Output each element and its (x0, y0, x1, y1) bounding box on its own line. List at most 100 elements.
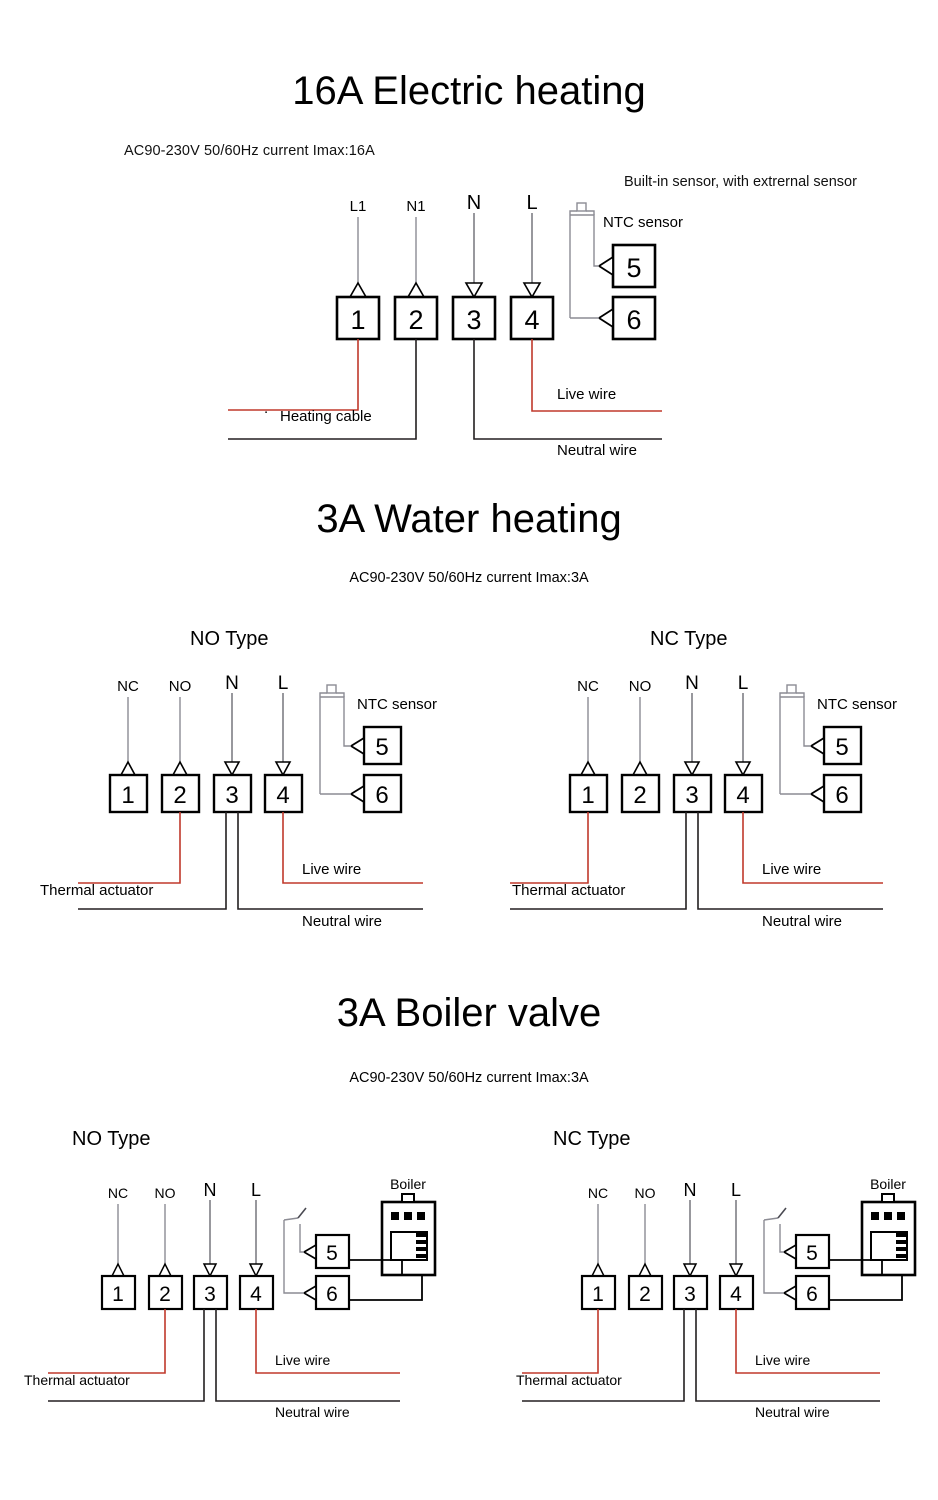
terminal-box-2[interactable] (147, 1274, 184, 1311)
terminal-top-label-2: NO (155, 1185, 176, 1201)
section-water-heating: 3A Water heating AC90-230V 50/60Hz curre… (0, 470, 938, 970)
terminal-box-4[interactable] (263, 773, 304, 814)
terminal-box-5[interactable] (362, 725, 403, 766)
terminal-box-2[interactable] (620, 773, 661, 814)
terminal-number-1: 1 (350, 305, 365, 335)
arrow-up-icon-2 (406, 281, 426, 298)
terminal-number-5: 5 (375, 734, 388, 761)
boiler-label: Boiler (870, 1176, 906, 1192)
terminal-box-2[interactable] (393, 295, 439, 341)
diagram-electric-heating: L1 N1 N L 1 2 3 4 5 (228, 185, 910, 465)
terminal-number-1: 1 (112, 1283, 124, 1306)
terminal-box-3[interactable] (672, 1274, 709, 1311)
terminal-number-6: 6 (626, 305, 641, 335)
wire-neutral (473, 339, 662, 440)
arrow-left-icon-5 (597, 255, 614, 277)
arrow-up-icon-2 (631, 760, 649, 776)
terminal-top-label-3: N (467, 192, 481, 214)
terminal-number-6: 6 (326, 1283, 338, 1306)
terminal-top-label-3: N (204, 1180, 217, 1200)
arrow-up-icon-1 (348, 281, 368, 298)
terminal-number-3: 3 (204, 1283, 216, 1306)
terminal-top-label-1: NC (588, 1185, 608, 1201)
page-title-water-heating: 3A Water heating (316, 497, 622, 541)
terminal-box-6[interactable] (822, 773, 863, 814)
terminal-top-label-4: L (731, 1180, 741, 1200)
terminal-box-3[interactable] (212, 773, 253, 814)
wire-live (282, 812, 423, 884)
terminal-box-5[interactable] (794, 1233, 831, 1270)
terminal-box-3[interactable] (192, 1274, 229, 1311)
terminal-number-4: 4 (250, 1283, 262, 1306)
wire-heating-cable-neutral (228, 339, 417, 440)
wire-label-thermal-actuator: Thermal actuator (516, 1372, 622, 1388)
terminal-top-label-1: NC (577, 678, 599, 695)
arrow-down-icon-3 (202, 1263, 218, 1278)
type-header-water-no: NO Type (190, 628, 269, 650)
terminal-box-2[interactable] (627, 1274, 664, 1311)
terminal-box-6[interactable] (362, 773, 403, 814)
terminal-number-3: 3 (225, 782, 238, 809)
terminal-box-4[interactable] (238, 1274, 275, 1311)
terminal-number-6: 6 (835, 782, 848, 809)
terminal-number-5: 5 (806, 1242, 818, 1265)
terminal-box-3[interactable] (672, 773, 713, 814)
wire-label-neutral: Neutral wire (275, 1404, 350, 1420)
terminal-number-4: 4 (276, 782, 289, 809)
terminal-number-3: 3 (685, 782, 698, 809)
boiler-icon (380, 1193, 437, 1277)
arrow-up-icon-1 (110, 1262, 126, 1277)
subtitle-electric-heating: AC90-230V 50/60Hz current Imax:16A (124, 143, 375, 159)
boiler-icon (860, 1193, 917, 1277)
switch-contact-icon (763, 1207, 787, 1294)
type-header-boiler-no: NO Type (72, 1128, 151, 1150)
section-electric-heating: 16A Electric heating AC90-230V 50/60Hz c… (0, 0, 938, 470)
terminal-top-label-2: NO (629, 678, 652, 695)
wire-thermal-actuator-neutral (510, 812, 687, 910)
terminal-number-2: 2 (159, 1283, 171, 1306)
wire-label-live: Live wire (557, 386, 616, 403)
wire-thermal-actuator-live (48, 1309, 166, 1374)
terminal-box-1[interactable] (108, 773, 149, 814)
arrow-left-icon-6 (302, 1284, 317, 1302)
arrow-left-icon-6 (809, 784, 825, 804)
terminal-number-2: 2 (408, 305, 423, 335)
terminal-top-label-4: L (526, 192, 537, 214)
boiler-valve-nc-svg: NC NO N L 1 2 3 4 5 6 (516, 1176, 917, 1420)
diagram-boiler-valve-no: NC NO N L 1 2 3 4 5 6 (24, 1160, 480, 1420)
arrow-up-icon-2 (637, 1262, 653, 1277)
wire-label-thermal-actuator: Thermal actuator (24, 1372, 130, 1388)
terminal-number-6: 6 (806, 1283, 818, 1306)
terminal-box-2[interactable] (160, 773, 201, 814)
switch-contact-icon (283, 1207, 307, 1294)
arrow-down-icon-3 (223, 761, 241, 777)
wire-thermal-actuator-neutral (522, 1309, 685, 1402)
arrow-down-icon-3 (464, 282, 484, 299)
terminal-top-label-1: NC (117, 678, 139, 695)
wire-neutral (215, 1309, 400, 1402)
wire-label-thermal-actuator: Thermal actuator (40, 882, 153, 899)
type-header-water-nc: NC Type (650, 628, 728, 650)
terminal-top-label-4: L (251, 1180, 261, 1200)
wire-thermal-actuator-neutral (78, 812, 227, 910)
terminal-top-label-4: L (738, 673, 749, 694)
terminal-top-label-2: NO (635, 1185, 656, 1201)
arrow-left-icon-6 (782, 1284, 797, 1302)
terminal-box-1[interactable] (100, 1274, 137, 1311)
terminal-box-3[interactable] (451, 295, 497, 341)
terminal-number-5: 5 (835, 734, 848, 761)
wire-live (255, 1309, 400, 1374)
ntc-sensor-icon (569, 202, 599, 319)
terminal-box-6[interactable] (794, 1274, 831, 1311)
ntc-sensor-label: NTC sensor (357, 696, 437, 713)
terminal-box-1[interactable] (568, 773, 609, 814)
arrow-down-icon-4 (728, 1263, 744, 1278)
wire-thermal-actuator-neutral (48, 1309, 205, 1402)
arrow-down-icon-4 (522, 282, 542, 299)
boiler-valve-no-svg: NC NO N L 1 2 3 4 5 6 (24, 1176, 437, 1420)
section-boiler-valve: 3A Boiler valve AC90-230V 50/60Hz curren… (0, 970, 938, 1500)
terminal-number-6: 6 (375, 782, 388, 809)
terminal-box-5[interactable] (314, 1233, 351, 1270)
arrow-down-icon-4 (248, 1263, 264, 1278)
